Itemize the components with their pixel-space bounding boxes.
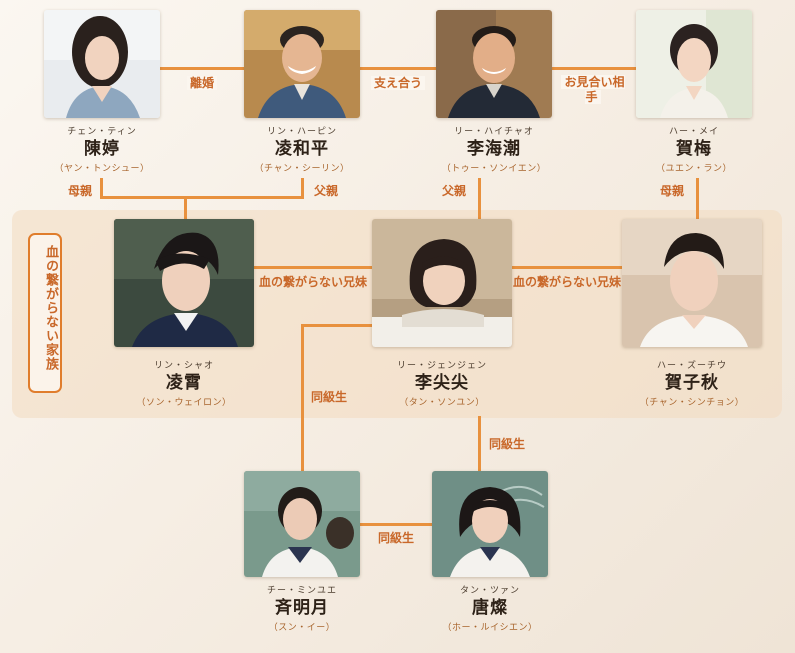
label-mother-right: 母親 [659,184,684,198]
line-matchmaking [552,67,636,70]
actor-tang-can: （ホー・ルイシエン） [442,623,538,633]
label-divorce: 離婚 [178,76,226,90]
label-classmate-left: 同級生 [310,390,347,404]
photo-chen-ting [44,10,160,118]
line-ling-down [301,178,304,198]
line-chen-down [100,178,103,198]
caption-ling-xiao: リン・シャオ 凌霄 （ソン・ウェイロン） [104,360,264,410]
name-ling-xiao: 凌霄 [166,373,202,393]
photo-qi-mingyue [244,471,360,577]
photo-tang-can [432,471,548,577]
caption-he-mei: ハー・メイ 賀梅 （ユエン・ラン） [614,126,774,176]
label-matchmaking: お見合い相手 [560,75,626,105]
name-chen-ting: 陳婷 [84,139,120,159]
line-classmate-horizontal [301,324,373,327]
actor-li-haichao: （トゥー・ソンイエン） [441,164,547,174]
caption-ling-heping: リン・ハーピン 凌和平 （チャン・シーリン） [222,126,382,176]
line-lingxiao-up [184,196,187,219]
family-label-box: 血の繋がらない家族 [28,233,62,393]
photo-li-jianjian [372,219,512,347]
actor-li-jianjian: （タン・ソンユン） [399,398,485,408]
line-classmate-right-vertical [478,416,481,471]
kana-li-jianjian: リー・ジェンジェン [396,361,487,371]
actor-qi-mingyue: （スン・イー） [268,623,336,633]
label-classmate-right: 同級生 [488,437,525,451]
kana-ling-xiao: リン・シャオ [153,361,214,371]
kana-qi-mingyue: チー・ミンユエ [266,586,337,596]
caption-chen-ting: チェン・ティン 陳婷 （ヤン・トンシュー） [22,126,182,176]
kana-tang-can: タン・ツァン [459,586,520,596]
kana-chen-ting: チェン・ティン [67,127,137,137]
label-support: 支え合う [362,76,434,90]
kana-ling-heping: リン・ハーピン [266,127,337,137]
label-father-center: 父親 [441,184,466,198]
name-qi-mingyue: 斉明月 [275,598,329,618]
photo-ling-xiao [114,219,254,347]
label-stepsiblings-right: 血の繋がらない兄妹 [512,275,621,289]
label-classmate-bottom: 同級生 [377,531,414,545]
label-father-left: 父親 [313,184,338,198]
actor-ling-xiao: （ソン・ウェイロン） [136,398,232,408]
name-ling-heping: 凌和平 [275,139,329,159]
family-label: 血の繋がらない家族 [43,245,58,371]
photo-ling-heping [244,10,360,118]
name-li-jianjian: 李尖尖 [415,373,469,393]
label-mother-left: 母親 [67,184,92,198]
line-classmate-bottom [360,523,432,526]
actor-he-ziqiu: （チャン・シンチョン） [639,398,745,408]
label-stepsiblings-left: 血の繋がらない兄妹 [258,275,367,289]
caption-he-ziqiu: ハー・ズーチウ 賀子秋 （チャン・シンチョン） [612,360,772,410]
line-siblings-left [254,266,372,269]
line-li-father [478,178,481,219]
line-divorce [160,67,244,70]
caption-li-haichao: リー・ハイチャオ 李海潮 （トゥー・ソンイエン） [414,126,574,176]
photo-li-haichao [436,10,552,118]
actor-he-mei: （ユエン・ラン） [655,164,732,174]
photo-he-ziqiu [622,219,762,347]
caption-qi-mingyue: チー・ミンユエ 斉明月 （スン・イー） [222,585,382,635]
name-tang-can: 唐燦 [472,598,508,618]
kana-he-mei: ハー・メイ [668,127,719,137]
kana-he-ziqiu: ハー・ズーチウ [656,361,727,371]
line-support [360,67,436,70]
line-he-mother [696,178,699,219]
name-he-ziqiu: 賀子秋 [665,373,719,393]
caption-tang-can: タン・ツァン 唐燦 （ホー・ルイシエン） [410,585,570,635]
line-siblings-right [512,266,622,269]
caption-li-jianjian: リー・ジェンジェン 李尖尖 （タン・ソンユン） [362,360,522,410]
kana-li-haichao: リー・ハイチャオ [454,127,534,137]
actor-chen-ting: （ヤン・トンシュー） [54,164,150,174]
line-classmate-left-vertical [301,324,304,471]
name-he-mei: 賀梅 [676,139,712,159]
line-parents-join [100,196,304,199]
photo-he-mei [636,10,752,118]
name-li-haichao: 李海潮 [467,139,521,159]
actor-ling-heping: （チャン・シーリン） [254,164,350,174]
